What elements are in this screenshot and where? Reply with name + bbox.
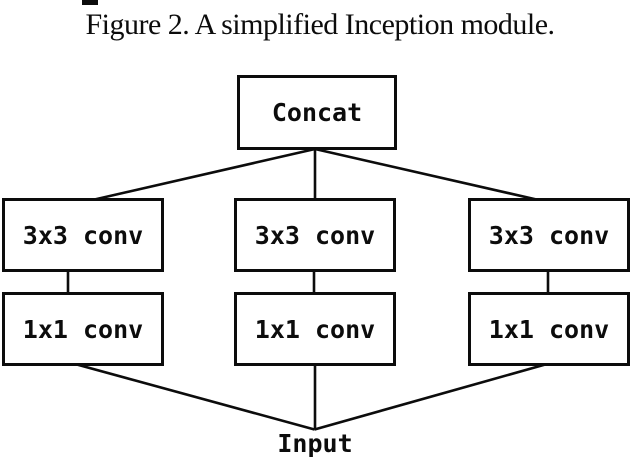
node-conv1x1-branch-1: 1x1 conv <box>2 292 164 366</box>
edge-concat-to-branch-1 <box>87 147 316 203</box>
node-label: Concat <box>271 98 363 127</box>
figure-caption: Figure 2. A simplified Inception module. <box>85 8 555 41</box>
node-label: 1x1 conv <box>22 314 144 344</box>
node-conv1x1-branch-2: 1x1 conv <box>234 292 396 366</box>
node-conv1x1-branch-3: 1x1 conv <box>468 292 630 366</box>
node-conv3x3-branch-1: 3x3 conv <box>2 198 164 272</box>
crop-artifact-mark <box>82 0 98 5</box>
node-conv3x3-branch-2: 3x3 conv <box>234 198 396 272</box>
node-input: Input <box>277 429 353 458</box>
node-label: 3x3 conv <box>488 220 610 250</box>
node-label: 3x3 conv <box>22 220 144 250</box>
edge-concat-to-branch-3 <box>314 147 544 203</box>
node-label: 1x1 conv <box>488 314 610 344</box>
node-label: 1x1 conv <box>254 314 376 344</box>
node-concat: Concat <box>237 75 397 150</box>
edge-branch-1-to-input <box>74 362 315 431</box>
node-label: 3x3 conv <box>254 220 376 250</box>
node-conv3x3-branch-3: 3x3 conv <box>468 198 630 272</box>
edge-branch-3-to-input <box>314 362 548 431</box>
